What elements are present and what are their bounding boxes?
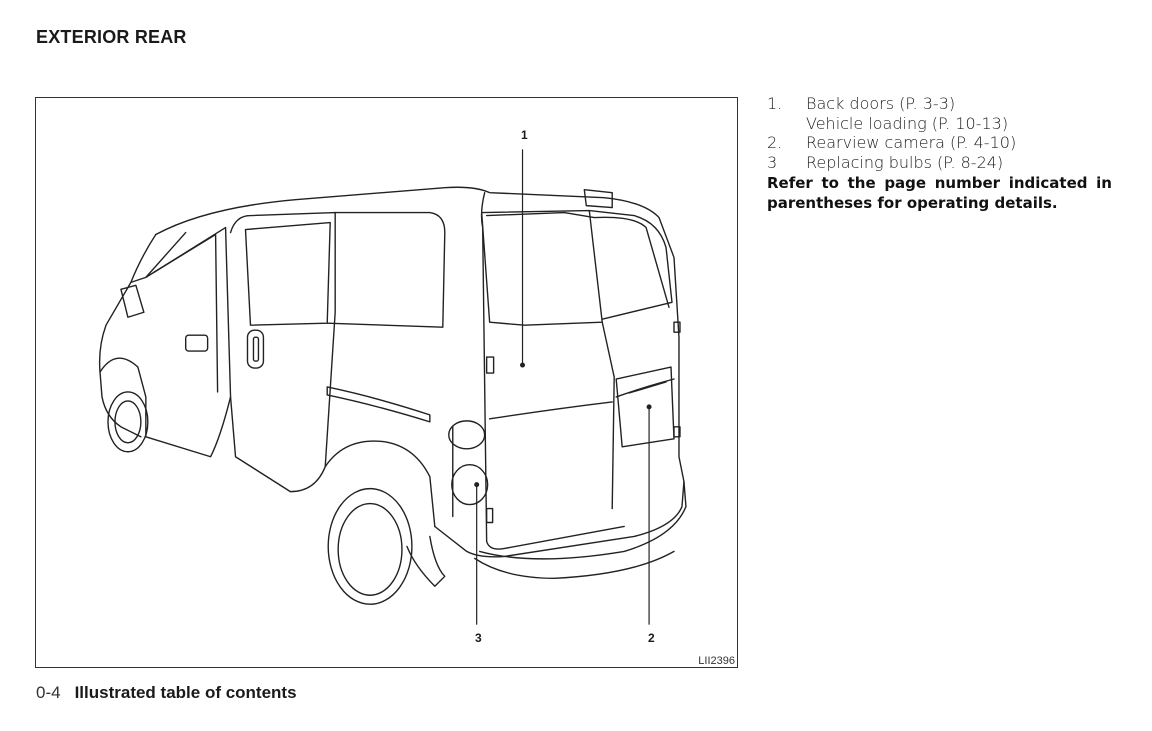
van-illustration-figure: 1 2 3 LII2396	[35, 97, 738, 668]
legend-item: 1. Back doors (P. 3-3) Vehicle loading (…	[767, 94, 1112, 133]
legend: 1. Back doors (P. 3-3) Vehicle loading (…	[767, 94, 1112, 213]
legend-item-text: Rearview camera (P. 4-10)	[806, 133, 1017, 152]
callout-3: 3	[475, 631, 482, 645]
operating-details-note: Refer to the page number indicated in pa…	[767, 174, 1112, 212]
page-footer: 0-4 Illustrated table of contents	[36, 683, 297, 703]
callout-2: 2	[648, 631, 655, 645]
chapter-title: Illustrated table of contents	[74, 683, 297, 702]
legend-item-number: 3	[767, 152, 778, 172]
callout-1: 1	[521, 128, 528, 142]
section-title: EXTERIOR REAR	[36, 27, 187, 47]
legend-item: 2. Rearview camera (P. 4-10)	[767, 133, 1112, 153]
page-number: 0-4	[36, 683, 61, 702]
legend-item-number: 1.	[767, 94, 783, 113]
legend-item: 3 Replacing bulbs (P. 8-24)	[767, 153, 1112, 173]
van-rear-drawing	[98, 149, 687, 625]
legend-item-text: Back doors (P. 3-3)	[806, 94, 956, 113]
legend-item-number: 2.	[767, 133, 783, 152]
legend-item-text: Replacing bulbs (P. 8-24)	[806, 152, 1004, 172]
legend-item-text: Vehicle loading (P. 10-13)	[806, 113, 1009, 133]
figure-code: LII2396	[698, 655, 735, 667]
